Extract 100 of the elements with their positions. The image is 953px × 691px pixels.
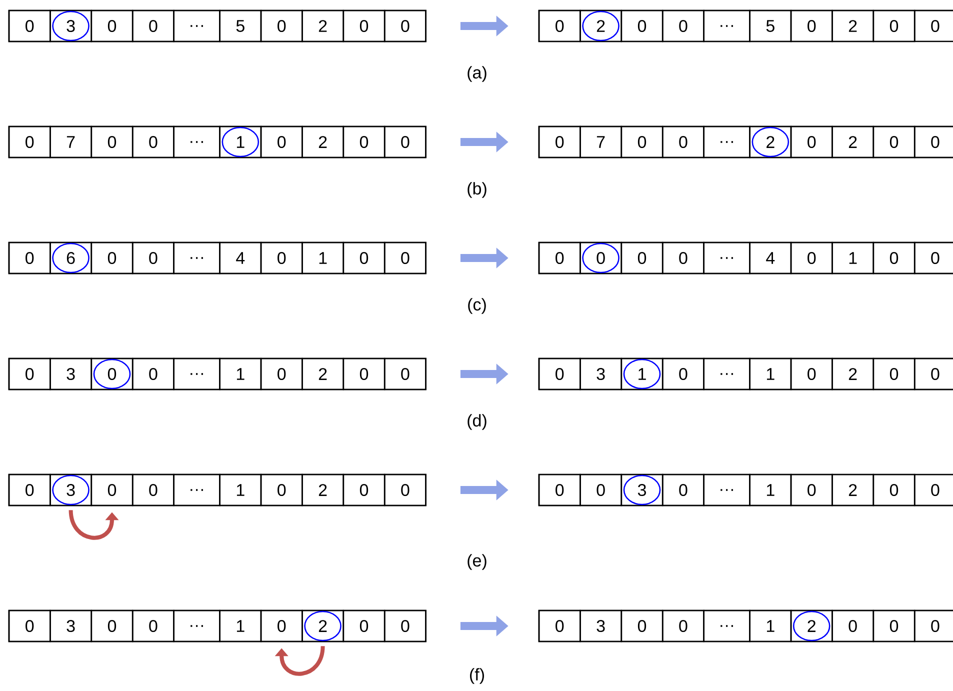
circled-number: 2: [582, 10, 620, 42]
array-cell: …: [173, 474, 220, 506]
circled-number: 3: [52, 474, 90, 506]
circled-number: 2: [304, 610, 342, 642]
array-cell: 0: [132, 610, 174, 642]
array-cell: …: [173, 10, 220, 42]
array-cell: 0: [790, 474, 833, 506]
array-cell: 7: [50, 126, 92, 158]
array-cell: 0: [384, 610, 426, 642]
array-cell: 0: [260, 474, 303, 506]
array-cell: 0: [538, 474, 581, 506]
array-cell: 0: [620, 610, 664, 642]
array-cell: 1: [749, 610, 792, 642]
array-cell: 0: [384, 474, 426, 506]
circled-number: 2: [792, 610, 830, 642]
circled-number: 3: [52, 10, 90, 42]
array-cell: 5: [219, 10, 262, 42]
array-cell: 0: [914, 242, 953, 274]
array-cell: …: [703, 242, 750, 274]
curved-arrow: [274, 646, 325, 676]
array-cell: 0: [620, 242, 664, 274]
array-cell: 0: [662, 610, 704, 642]
array-cell: …: [703, 474, 750, 506]
circled-number: 0: [93, 358, 131, 390]
array-cell: 0: [662, 474, 704, 506]
array-cell: 3: [580, 610, 622, 642]
array-cell: 0: [132, 358, 174, 390]
array-cell: 0: [914, 126, 953, 158]
array-cell: 0: [342, 358, 386, 390]
array-cell: …: [173, 358, 220, 390]
array-cell: 0: [260, 358, 303, 390]
array-cell: 0: [914, 358, 953, 390]
array-cell: 1: [832, 242, 874, 274]
array-cell: 0: [790, 242, 833, 274]
array-cell: 0: [8, 242, 51, 274]
circled-number: 1: [623, 358, 661, 390]
array-cell: 0: [872, 358, 916, 390]
array-cell: 0: [342, 474, 386, 506]
array-cell: 2: [832, 474, 874, 506]
caption-label: (e): [468, 554, 486, 570]
array-cell: 0: [384, 358, 426, 390]
array-cell: 0: [872, 126, 916, 158]
array-cell: 0: [538, 242, 581, 274]
array-cell: 0: [662, 126, 704, 158]
array-cell: 0: [384, 126, 426, 158]
array-cell: 0: [538, 10, 581, 42]
array-cell: 2: [302, 126, 344, 158]
array-cell: 0: [132, 126, 174, 158]
array-cell: 1: [219, 358, 262, 390]
array-cell: 0: [8, 126, 51, 158]
circled-number: 0: [582, 242, 620, 274]
caption-label: (b): [468, 182, 486, 198]
array-cell: 0: [538, 610, 581, 642]
array-cell: 0: [8, 474, 51, 506]
array-cell: 0: [260, 242, 303, 274]
array-cell: 0: [90, 10, 134, 42]
array-cell: 2: [302, 358, 344, 390]
circled-number: 1: [222, 126, 260, 158]
array-cell: 3: [50, 610, 92, 642]
array-cell: 0: [538, 358, 581, 390]
array-cell: 0: [872, 610, 916, 642]
array-cell: 0: [790, 126, 833, 158]
array-cell: 0: [872, 242, 916, 274]
array-cell: 0: [90, 610, 134, 642]
array-cell: 2: [302, 474, 344, 506]
array-cell: 0: [914, 10, 953, 42]
array-cell: 0: [90, 126, 134, 158]
array-cell: 0: [90, 474, 134, 506]
array-cell: 0: [662, 242, 704, 274]
array-cell: …: [173, 126, 220, 158]
array-cell: 0: [580, 474, 622, 506]
array-cell: 0: [260, 610, 303, 642]
array-cell: 0: [8, 610, 51, 642]
array-cell: 4: [219, 242, 262, 274]
array-cell: 0: [662, 358, 704, 390]
array-cell: 0: [342, 610, 386, 642]
array-cell: 1: [749, 474, 792, 506]
array-cell: 0: [538, 126, 581, 158]
array-cell: 0: [132, 10, 174, 42]
array-cell: 0: [342, 242, 386, 274]
array-cell: 4: [749, 242, 792, 274]
array-cell: 1: [749, 358, 792, 390]
array-cell: 3: [50, 358, 92, 390]
array-cell: 2: [832, 10, 874, 42]
array-cell: 0: [132, 474, 174, 506]
array-cell: …: [703, 126, 750, 158]
array-cell: 0: [872, 474, 916, 506]
array-cell: 0: [384, 242, 426, 274]
array-cell: 0: [620, 10, 664, 42]
circled-number: 6: [52, 242, 90, 274]
array-cell: 0: [832, 610, 874, 642]
caption-label: (a): [468, 66, 486, 82]
array-cell: 0: [132, 242, 174, 274]
caption-label: (f): [470, 668, 484, 684]
array-cell: 1: [219, 610, 262, 642]
array-cell: 0: [872, 10, 916, 42]
array-cell: 0: [260, 10, 303, 42]
array-cell: 0: [662, 10, 704, 42]
array-cell: 7: [580, 126, 622, 158]
array-cell: …: [703, 10, 750, 42]
